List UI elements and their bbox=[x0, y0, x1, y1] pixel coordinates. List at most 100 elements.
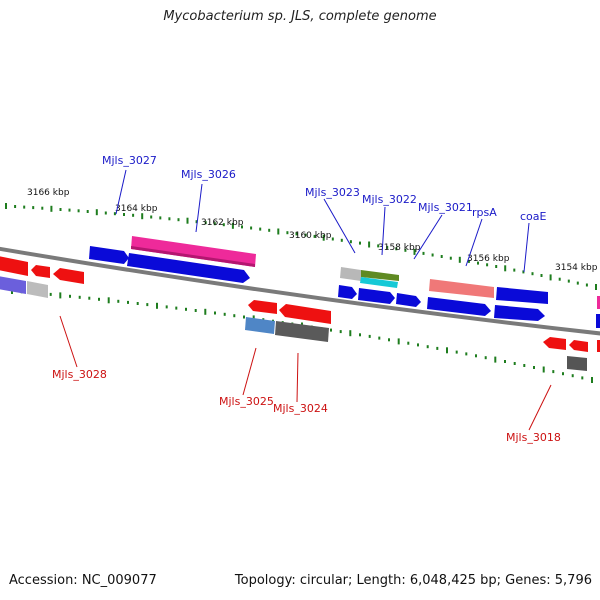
gene-label-coaE[interactable]: coaE bbox=[520, 210, 547, 223]
gene-bar-left-gray[interactable] bbox=[27, 281, 48, 298]
gene-arrow-rpsA-lower[interactable] bbox=[427, 297, 491, 316]
major-tick bbox=[322, 234, 325, 241]
minor-tick bbox=[467, 259, 470, 263]
gene-bar-rpsA[interactable] bbox=[429, 279, 494, 298]
minor-tick bbox=[422, 251, 425, 255]
tick-label-3154: 3154 kbp bbox=[555, 263, 598, 273]
gene-label-mjls-3018[interactable]: Mjls_3018 bbox=[506, 431, 561, 444]
minor-tick bbox=[558, 277, 561, 281]
minor-tick bbox=[23, 205, 26, 209]
callout-line-mjls-3025 bbox=[242, 347, 257, 396]
gene-arrow-mjls-3026[interactable] bbox=[127, 253, 250, 283]
minor-tick bbox=[339, 330, 342, 334]
tick-label-3160: 3160 kbp bbox=[289, 231, 332, 241]
gene-bar-mjls-3023[interactable] bbox=[361, 270, 399, 281]
minor-tick bbox=[571, 374, 574, 378]
minor-tick bbox=[117, 299, 120, 303]
major-tick bbox=[446, 347, 448, 354]
minor-tick bbox=[495, 265, 498, 268]
minor-tick bbox=[513, 362, 516, 365]
minor-tick bbox=[407, 341, 410, 345]
gene-bar-gray-a[interactable] bbox=[340, 267, 361, 281]
major-tick bbox=[156, 302, 158, 309]
minor-tick bbox=[426, 345, 429, 349]
major-tick bbox=[397, 338, 400, 345]
gene-bar-mjls-3022[interactable] bbox=[360, 277, 398, 288]
minor-tick bbox=[475, 354, 477, 358]
gene-bar-coaE[interactable] bbox=[496, 287, 548, 304]
gene-label-mjls-3028[interactable]: Mjls_3028 bbox=[52, 368, 107, 381]
gene-label-mjls-3022[interactable]: Mjls_3022 bbox=[362, 193, 417, 206]
minor-tick bbox=[49, 292, 52, 296]
callout-line-mjls-3028 bbox=[59, 315, 78, 368]
gene-arrow-mjls-3018-red-a[interactable] bbox=[543, 337, 566, 350]
gene-label-mjls-3026[interactable]: Mjls_3026 bbox=[181, 168, 236, 181]
reverse-feature-track bbox=[0, 256, 600, 371]
gene-arrow-mjls-3021[interactable] bbox=[358, 288, 395, 304]
gene-bar-edge-pink[interactable] bbox=[597, 296, 600, 309]
gene-bar-mjls-3026-shade bbox=[131, 246, 255, 267]
minor-tick bbox=[127, 300, 129, 304]
major-tick bbox=[50, 205, 53, 212]
minor-tick bbox=[69, 294, 71, 298]
minor-tick bbox=[581, 376, 584, 380]
gene-bar-left-purple[interactable] bbox=[0, 276, 26, 294]
gene-bar-mjls-3024[interactable] bbox=[275, 321, 329, 342]
minor-tick bbox=[213, 222, 216, 226]
minor-tick bbox=[86, 210, 89, 213]
gene-label-mjls-3024[interactable]: Mjls_3024 bbox=[273, 402, 328, 415]
major-tick bbox=[95, 209, 98, 216]
major-tick bbox=[277, 228, 280, 235]
minor-tick bbox=[113, 212, 116, 216]
tick-label-3158: 3158 kbp bbox=[378, 243, 421, 253]
minor-tick bbox=[175, 306, 178, 310]
gene-arrow-mjls-3024-red[interactable] bbox=[279, 304, 331, 324]
gene-label-mjls-3021[interactable]: Mjls_3021 bbox=[418, 201, 473, 214]
minor-tick bbox=[395, 247, 398, 251]
gene-arrow-mjls-3025-red[interactable] bbox=[248, 300, 277, 314]
minor-tick bbox=[340, 238, 343, 242]
accession-text: Accession: NC_009077 bbox=[9, 573, 157, 588]
forward-callouts bbox=[115, 169, 530, 273]
major-tick bbox=[5, 203, 7, 209]
tick-label-3162: 3162 kbp bbox=[201, 218, 244, 228]
minor-tick bbox=[195, 220, 198, 224]
minor-tick bbox=[250, 226, 253, 230]
callout-line-rpsA bbox=[465, 218, 483, 267]
major-tick bbox=[59, 292, 62, 299]
minor-tick bbox=[136, 302, 139, 305]
gene-label-mjls-3023[interactable]: Mjls_3023 bbox=[305, 186, 360, 199]
gene-bar-mjls-3025[interactable] bbox=[245, 317, 275, 334]
minor-tick bbox=[388, 338, 390, 342]
minor-tick bbox=[386, 245, 389, 249]
minor-tick bbox=[455, 350, 458, 354]
minor-tick bbox=[88, 296, 91, 300]
gene-arrow-mjls-3027[interactable] bbox=[89, 246, 129, 264]
minor-tick bbox=[165, 305, 168, 309]
gene-arrow-left-red-1[interactable] bbox=[0, 256, 28, 276]
gene-label-mjls-3025[interactable]: Mjls_3025 bbox=[219, 395, 274, 408]
minor-tick bbox=[531, 272, 534, 276]
minor-tick bbox=[585, 283, 588, 287]
gene-label-rpsA[interactable]: rpsA bbox=[472, 206, 497, 219]
gene-bar-edge-blue[interactable] bbox=[596, 314, 600, 328]
callout-line-coaE bbox=[523, 222, 530, 273]
gene-arrow-left-red-3[interactable] bbox=[53, 268, 84, 284]
minor-tick bbox=[484, 356, 487, 360]
callout-line-mjls-3026 bbox=[195, 183, 203, 233]
gene-bar-mjls-3018[interactable] bbox=[567, 356, 587, 371]
major-tick bbox=[413, 248, 416, 255]
gene-arrow-small-fwd[interactable] bbox=[396, 293, 421, 307]
minor-tick bbox=[576, 281, 579, 285]
gene-arrow-3023-lower[interactable] bbox=[338, 285, 357, 299]
minor-tick bbox=[268, 228, 271, 232]
minor-tick bbox=[449, 256, 452, 260]
gene-bar-edge-red[interactable] bbox=[597, 340, 600, 352]
gene-arrow-left-red-2[interactable] bbox=[31, 265, 50, 278]
gene-bar-mjls-3026[interactable] bbox=[131, 236, 256, 267]
gene-arrow-coaE-lower[interactable] bbox=[494, 305, 545, 321]
gene-arrow-mjls-3018-red-b[interactable] bbox=[569, 340, 588, 352]
major-tick bbox=[504, 265, 507, 272]
minor-tick bbox=[98, 297, 100, 301]
gene-label-mjls-3027[interactable]: Mjls_3027 bbox=[102, 154, 157, 167]
